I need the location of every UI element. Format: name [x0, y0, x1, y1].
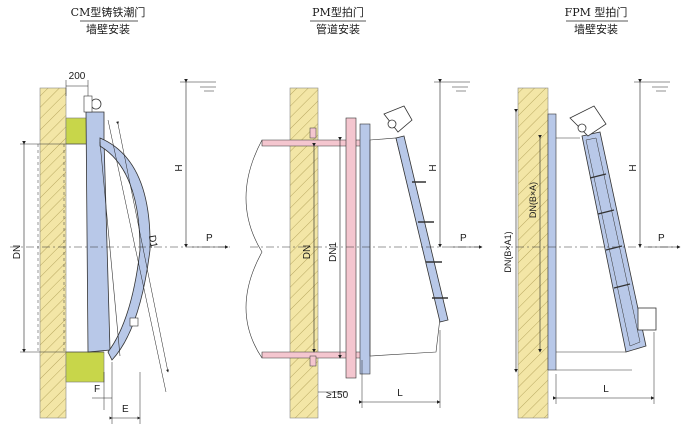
seal-top: [65, 117, 89, 145]
panel-2-subtitle: 管道安装: [316, 22, 360, 36]
p1-d1-label: D1: [146, 234, 159, 249]
door-leaf-3: [581, 131, 647, 353]
door-frame-3: [547, 113, 557, 371]
p1-e-label: E: [122, 404, 129, 415]
p1-p-label: P: [206, 233, 213, 244]
panel-1-title-text: CM型铸铁潮门: [71, 5, 146, 19]
p2-l-label: L: [397, 388, 403, 399]
p3-h-label: H: [628, 164, 639, 171]
panel-3-drawing: DN(B×A1) DN(B×A) H P L: [500, 79, 681, 419]
hinge-3: [569, 105, 607, 137]
panel-1-title: CM型铸铁潮门 墙壁安装: [71, 5, 146, 36]
panel-3-subtitle: 墙壁安装: [574, 22, 618, 36]
p2-h-label: H: [428, 164, 439, 171]
p1-200-label: 200: [69, 71, 86, 82]
panel-1-drawing: DN 200 D1 H P F E: [10, 71, 230, 424]
hinge-2: [383, 105, 413, 133]
panel-2-title: PM型拍门 管道安装: [310, 5, 366, 36]
p2-dn1-label: DN1: [328, 242, 339, 262]
hinge-1: [90, 98, 102, 110]
flange-pipe: [345, 117, 357, 379]
panel-1-subtitle: 墙壁安装: [86, 22, 130, 36]
p2-p-label: P: [460, 233, 467, 244]
p2-150-label: ≥150: [326, 390, 349, 401]
panel-2-title-text: PM型拍门: [312, 5, 364, 19]
panel-3-title: FPM 型拍门 墙壁安装: [565, 5, 628, 36]
p3-l-label: L: [603, 384, 609, 395]
door-leaf-2: [395, 135, 449, 323]
wall-1: [39, 87, 67, 419]
p1-f-label: F: [94, 384, 100, 395]
seal-bottom: [65, 351, 105, 383]
panel-2-drawing: DN DN1 H P ≥150 L: [245, 79, 483, 419]
wall-3: [517, 87, 549, 419]
pipe-break: [245, 139, 263, 359]
p3-dnba-label: DN(B×A): [528, 182, 538, 218]
p1-dn-label: DN: [12, 245, 23, 259]
panel-3-title-text: FPM 型拍门: [565, 5, 628, 19]
p2-dn-label: DN: [302, 245, 313, 259]
p1-h-label: H: [174, 164, 185, 171]
p3-dnba1-label: DN(B×A1): [503, 231, 513, 272]
p3-p-label: P: [658, 233, 665, 244]
door-frame-1: [85, 111, 111, 353]
flange-door: [359, 123, 371, 375]
